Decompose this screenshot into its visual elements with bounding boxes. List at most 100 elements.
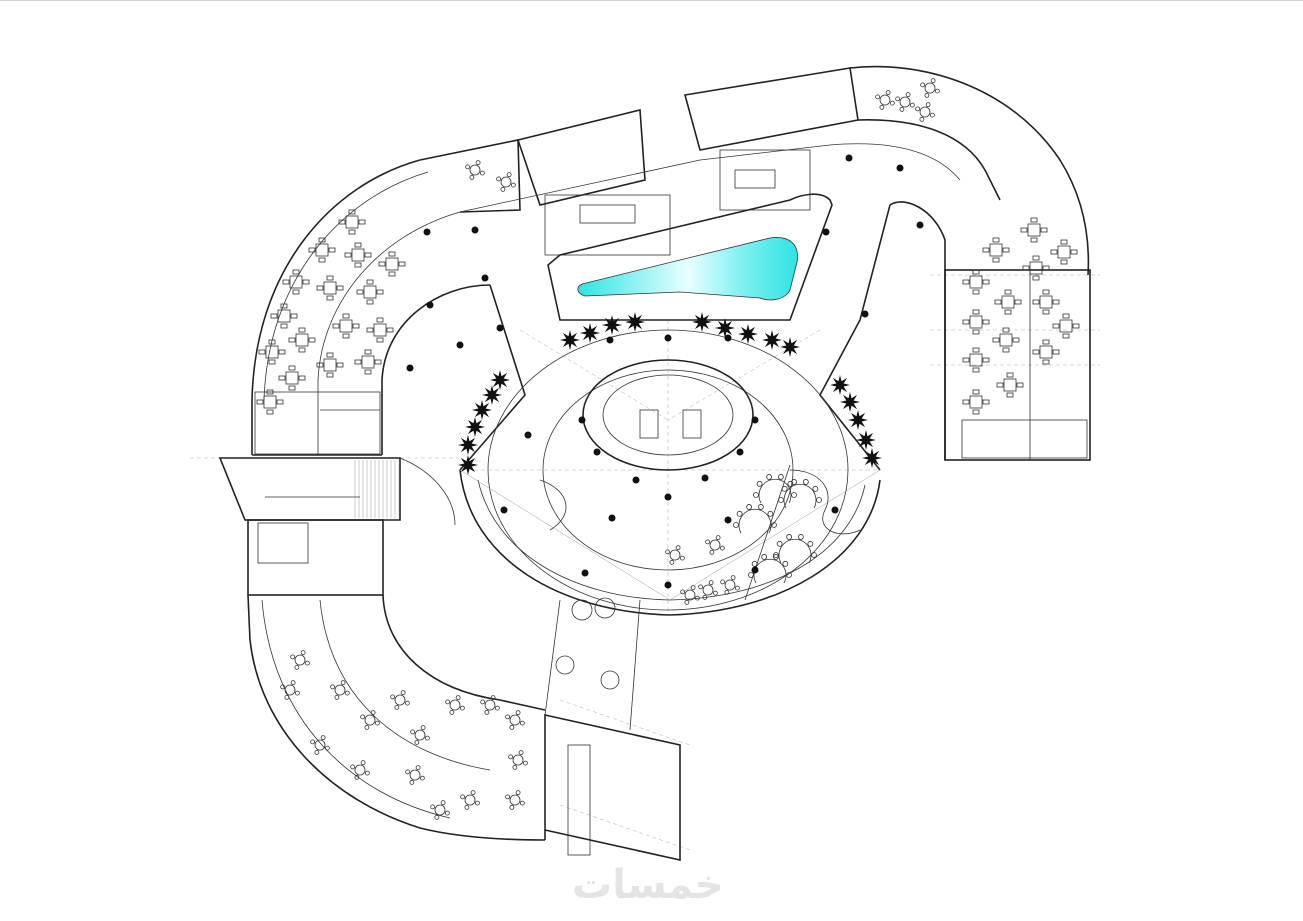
palm-tree-icon [580, 323, 600, 343]
dining-tables [256, 209, 1080, 415]
dining-table-icon [258, 339, 286, 365]
column-icon [423, 228, 431, 236]
palm-tree-icon [458, 435, 478, 455]
column-icon [456, 341, 464, 349]
round-table-icon [430, 800, 450, 820]
round-table-icon [410, 725, 430, 745]
round-table-icon [445, 695, 465, 715]
banquet-round-table-icon [753, 474, 797, 504]
column-icon [916, 221, 924, 229]
round-table-icon [680, 585, 700, 605]
reception-counter [539, 479, 567, 531]
column-icon [593, 448, 601, 456]
column-icon [896, 164, 904, 172]
dining-table-icon [1020, 217, 1048, 243]
dining-table-icon [992, 327, 1020, 353]
top-border [0, 0, 1303, 1]
dining-table-icon [316, 352, 344, 378]
column-icon [664, 493, 672, 501]
dining-table-icon [1022, 255, 1050, 281]
palm-tree-icon [602, 315, 622, 335]
column-icon [664, 334, 672, 342]
column-icon [822, 228, 830, 236]
round-table-icon [360, 710, 380, 730]
round-table-icon [915, 102, 935, 122]
dining-table-icon [962, 347, 990, 373]
column-icon [500, 506, 508, 514]
column-icon [701, 474, 709, 482]
dining-table-icon [316, 275, 344, 301]
palm-tree-icon [780, 337, 800, 357]
top-service-band [459, 65, 1090, 276]
dining-table-icon [366, 317, 394, 343]
round-table-icon [505, 790, 525, 810]
round-table-icon [920, 78, 940, 98]
palm-tree-icon [862, 448, 882, 468]
dining-table-icon [288, 327, 316, 353]
banquet-round-table-icon [778, 479, 822, 509]
dining-table-icon [996, 372, 1024, 398]
palm-tree-icon [472, 400, 492, 420]
dining-table-icon [962, 269, 990, 295]
palm-tree-icon [625, 312, 645, 332]
column-icon [751, 416, 759, 424]
dining-table-icon [282, 269, 310, 295]
pool [577, 237, 798, 301]
column-icon [736, 448, 744, 456]
round-table-icon [698, 580, 718, 600]
column-icon [608, 514, 616, 522]
round-table-icon [480, 695, 500, 715]
dining-table-icon [1032, 339, 1060, 365]
dining-table-icon [356, 279, 384, 305]
column-icon [481, 274, 489, 282]
round-table-icon [310, 735, 330, 755]
column-icon [406, 364, 414, 372]
dining-table-icon [354, 349, 382, 375]
palm-tree-icon [738, 324, 758, 344]
round-table-icon [705, 535, 725, 555]
round-table-icon [460, 790, 480, 810]
central-atrium [459, 193, 891, 616]
palm-tree-icon [490, 370, 510, 390]
round-table-icon [496, 172, 516, 192]
column-icon [845, 154, 853, 162]
palm-tree-icon [840, 392, 860, 412]
column-icon [724, 516, 732, 524]
round-table-icon [895, 92, 915, 112]
column-icon [724, 334, 732, 342]
round-tables [280, 78, 940, 820]
columns [406, 154, 924, 589]
dining-table-icon [962, 309, 990, 335]
dining-table-icon [332, 313, 360, 339]
round-table-icon [665, 545, 685, 565]
left-stair [218, 457, 456, 526]
right-wing-dining [889, 201, 1091, 461]
palm-tree-icon [458, 455, 478, 475]
column-icon [632, 476, 640, 484]
column-icon [581, 569, 589, 577]
palm-tree-icon [482, 385, 502, 405]
dining-table-icon [1050, 239, 1078, 265]
round-table-icon [875, 90, 895, 110]
cafe-counter [789, 469, 861, 535]
palm-tree-icon [715, 318, 735, 338]
banquet-round-table-icon [773, 534, 817, 564]
palm-tree-icon [560, 330, 580, 350]
watermark: خمسات [572, 862, 724, 908]
dining-table-icon [270, 303, 298, 329]
round-table-icon [390, 690, 410, 710]
column-icon [471, 226, 479, 234]
dining-table-icon [308, 237, 336, 263]
lower-left-wing-offices [247, 519, 546, 841]
round-table-icon [405, 765, 425, 785]
column-icon [606, 336, 614, 344]
column-icon [496, 324, 504, 332]
dining-table-icon [1032, 289, 1060, 315]
round-table-icon [465, 160, 485, 180]
dining-table-icon [994, 289, 1022, 315]
column-icon [751, 566, 759, 574]
dining-table-icon [1052, 313, 1080, 339]
dining-table-icon [962, 389, 990, 415]
column-icon [578, 416, 586, 424]
